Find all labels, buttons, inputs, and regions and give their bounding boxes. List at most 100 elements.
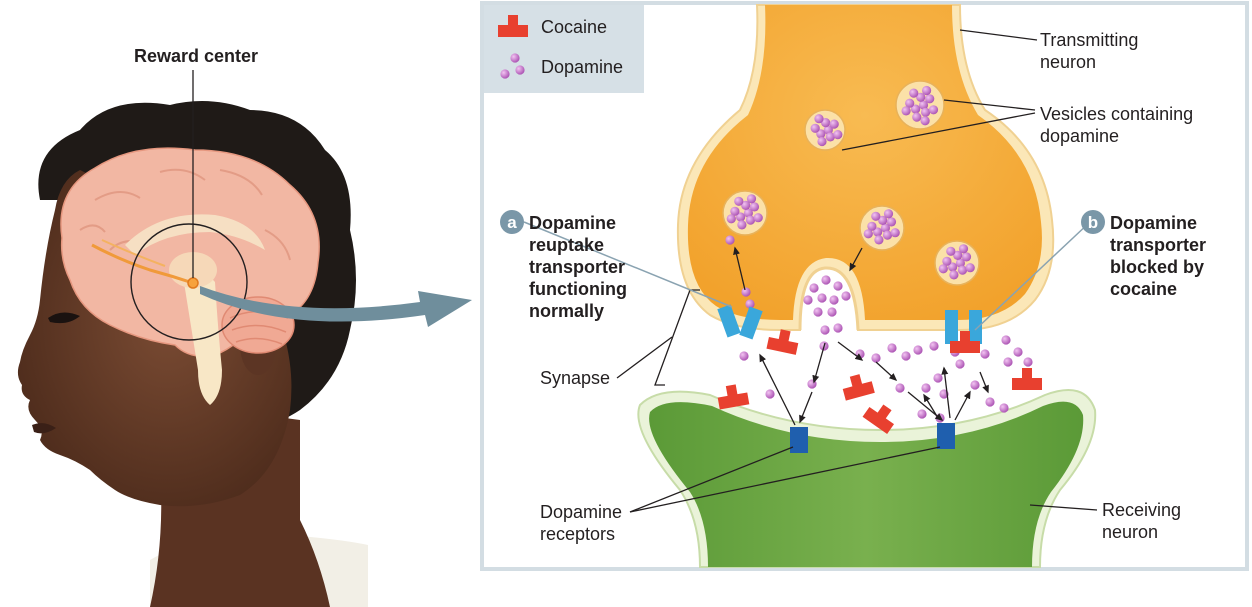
dopamine-molecule (917, 409, 927, 419)
dopamine-molecule (961, 252, 972, 262)
dopamine-molecule (809, 283, 819, 293)
dopamine-molecule (871, 211, 881, 221)
dopamine-molecule (821, 275, 831, 285)
callout-b-line-4: cocaine (1110, 279, 1177, 299)
callout-a-line-5: normally (529, 301, 604, 321)
dopamine-molecule (1001, 335, 1011, 345)
dopamine-molecule (970, 380, 980, 390)
dopamine-molecule (957, 265, 968, 275)
corpus-callosum (125, 214, 265, 255)
reward-center-label: Reward center (134, 46, 258, 66)
legend-cocaine-label: Cocaine (541, 17, 607, 37)
leader-lines (523, 29, 1098, 513)
callout-a-line-1: Dopamine (529, 213, 616, 233)
dopamine-molecule (810, 123, 820, 133)
dopamine-molecule (920, 116, 930, 126)
dopamine-molecule (867, 221, 877, 231)
dopamine-molecule (933, 373, 943, 383)
dopamine-molecule (743, 208, 754, 218)
dopamine-molecule (921, 383, 931, 393)
dopamine-molecule (942, 256, 952, 266)
reward-center-dot (187, 277, 199, 289)
dopamine-molecule (882, 230, 893, 240)
dopamine-molecule (823, 125, 833, 135)
dopamine-molecule (886, 217, 897, 227)
dopamine-molecule (925, 94, 935, 104)
dopamine-molecule (807, 379, 817, 389)
dopamine-flow-arrows (733, 246, 989, 426)
callout-b-line-2: transporter (1110, 235, 1206, 255)
eye (48, 312, 80, 324)
dopamine-molecule (829, 119, 839, 129)
dopamine-molecule (730, 206, 740, 216)
dopamine-molecule (765, 389, 775, 399)
legend: Cocaine Dopamine (484, 5, 644, 93)
transmitting-neuron-label-1: Transmitting (1040, 30, 1138, 50)
callout-b: b Dopamine transporter blocked by cocain… (1081, 210, 1206, 299)
dopamine-molecule (912, 112, 922, 122)
dopamine-molecule (741, 200, 751, 210)
dopamine-molecule (890, 228, 900, 238)
callout-b-line-3: blocked by (1110, 257, 1204, 277)
dopamine-molecule (863, 229, 873, 239)
callout-a-line-3: transporter (529, 257, 625, 277)
dopamine-molecule (980, 349, 990, 359)
dopamine-molecules (725, 85, 1033, 437)
dopamine-molecule (909, 88, 919, 98)
dopamine-molecule (948, 262, 958, 272)
dopamine-molecule (734, 196, 744, 206)
vesicles-label-2: dopamine (1040, 126, 1119, 146)
dopamine-molecule (901, 106, 911, 116)
callout-a-line-2: reuptake (529, 235, 604, 255)
dopamine-molecule (746, 194, 757, 204)
synapse-label: Synapse (540, 368, 610, 388)
dopamine-molecule (929, 341, 939, 351)
dopamine-molecule (749, 202, 760, 212)
dopamine-receptors-label-2: receptors (540, 524, 615, 544)
dopamine-molecule (817, 293, 827, 303)
dopamine-receptors-label-1: Dopamine (540, 502, 622, 522)
dopamine-molecule (871, 353, 881, 363)
dopamine-molecule (938, 264, 948, 274)
dopamine-molecule (739, 351, 749, 361)
dopamine-molecule (1003, 357, 1013, 367)
dopamine-receptor (937, 423, 955, 449)
dopamine-molecule (736, 212, 746, 222)
dopamine-molecule (873, 227, 883, 237)
dopamine-molecule (726, 214, 736, 224)
dopamine-molecule (816, 129, 826, 139)
dopamine-molecule (1023, 357, 1033, 367)
dopamine-molecule (949, 270, 959, 280)
dopamine-molecule (1013, 347, 1023, 357)
callout-b-line-1: Dopamine (1110, 213, 1197, 233)
dopamine-molecule (825, 132, 835, 142)
callout-b-badge (1081, 210, 1105, 234)
dopamine-molecule (922, 85, 932, 96)
legend-dopamine-icon (500, 53, 525, 79)
dopamine-molecule (928, 105, 939, 115)
dopamine-molecule (874, 235, 884, 245)
dopamine-molecule (855, 349, 865, 359)
callout-a-badge-text: a (507, 213, 517, 232)
legend-dopamine-label: Dopamine (541, 57, 623, 77)
lips (32, 423, 56, 434)
dopamine-molecule (901, 351, 911, 361)
dopamine-molecule (833, 323, 843, 333)
dopamine-molecule (878, 215, 888, 225)
dopamine-molecule (745, 215, 756, 225)
dopamine-molecule (905, 98, 915, 108)
dopamine-molecule (958, 244, 969, 254)
dopamine-molecule (999, 403, 1009, 413)
dopamine-molecule (985, 397, 995, 407)
transmitting-neuron-label-2: neuron (1040, 52, 1096, 72)
callout-a-line-4: functioning (529, 279, 627, 299)
dopamine-receptor (790, 427, 808, 453)
callout-a: a Dopamine reuptake transporter function… (500, 210, 627, 321)
callout-a-badge (500, 210, 524, 234)
dopamine-molecule (887, 343, 897, 353)
dopamine-molecule (955, 258, 966, 268)
dopamine-molecule (953, 250, 963, 260)
dopamine-molecule (814, 114, 824, 124)
dopamine-molecule (737, 220, 747, 230)
